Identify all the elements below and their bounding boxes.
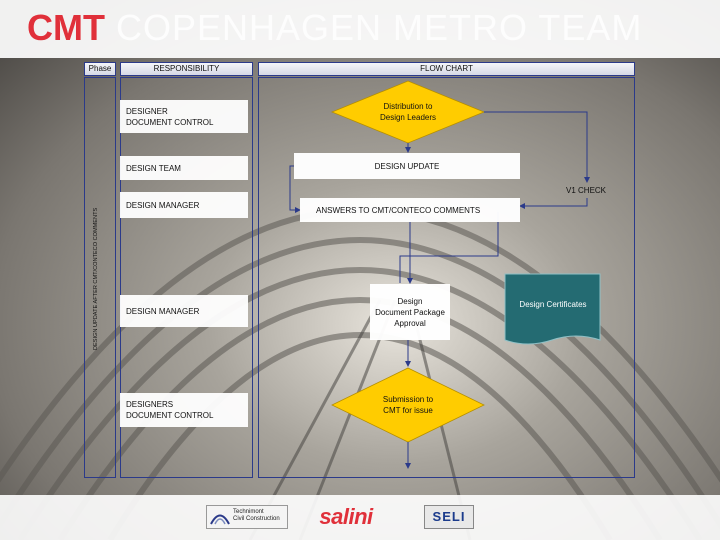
brand-title: CMT COPENHAGEN METRO TEAM — [27, 8, 642, 48]
responsibility-label: DESIGN MANAGER — [126, 200, 200, 210]
responsibility-designer-document-control: DESIGNER DOCUMENT CONTROL — [120, 100, 248, 133]
phase-label: DESIGN UPDATE AFTER CMT/CONTECO COMMENTS — [93, 207, 99, 350]
responsibility-design-team: DESIGN TEAM — [120, 156, 248, 180]
approval-box: Design Document Package Approval — [370, 284, 450, 340]
brand-cmt: CMT — [27, 7, 105, 48]
approval-label: Design Document Package Approval — [375, 296, 445, 328]
brand-name: COPENHAGEN METRO TEAM — [116, 7, 643, 48]
responsibility-label: DESIGN MANAGER — [126, 306, 200, 316]
distribution-label: Distribution to Design Leaders — [379, 102, 437, 122]
answers-box: ANSWERS TO CMT/CONTECO COMMENTS — [300, 198, 520, 222]
responsibility-designers-document-control: DESIGNERS DOCUMENT CONTROL — [120, 393, 248, 427]
responsibility-label: DESIGN TEAM — [126, 163, 181, 173]
phase-header: Phase — [84, 62, 116, 76]
responsibility-design-manager: DESIGN MANAGER — [120, 192, 248, 218]
certificates-label: Design Certificates — [519, 300, 587, 309]
distribution-decision: Distribution to Design Leaders — [350, 96, 466, 128]
responsibility-label: DESIGNER DOCUMENT CONTROL — [126, 106, 214, 127]
responsibility-header: RESPONSIBILITY — [120, 62, 253, 76]
flow-chart-header: FLOW CHART — [258, 62, 635, 76]
responsibility-design-manager-approval: DESIGN MANAGER — [120, 295, 248, 327]
technimont-logo: Technimont Civil Construction — [206, 505, 288, 529]
seli-logo: SELI — [424, 505, 474, 529]
submission-label: Submission to CMT for issue — [382, 395, 434, 415]
flow-chart-area — [258, 77, 635, 478]
technimont-text: Technimont Civil Construction — [233, 509, 280, 522]
design-update-label: DESIGN UPDATE — [374, 161, 440, 171]
design-update-box: DESIGN UPDATE — [294, 153, 520, 179]
v1-check-label: V1 CHECK — [566, 186, 607, 195]
submission-decision: Submission to CMT for issue — [356, 388, 460, 422]
phase-column — [84, 77, 116, 478]
answers-label: ANSWERS TO CMT/CONTECO COMMENTS — [316, 205, 481, 215]
responsibility-label: DESIGNERS DOCUMENT CONTROL — [126, 400, 214, 420]
technimont-arch-icon — [210, 514, 230, 525]
responsibility-column — [120, 77, 253, 478]
salini-logo: salini — [319, 504, 373, 529]
